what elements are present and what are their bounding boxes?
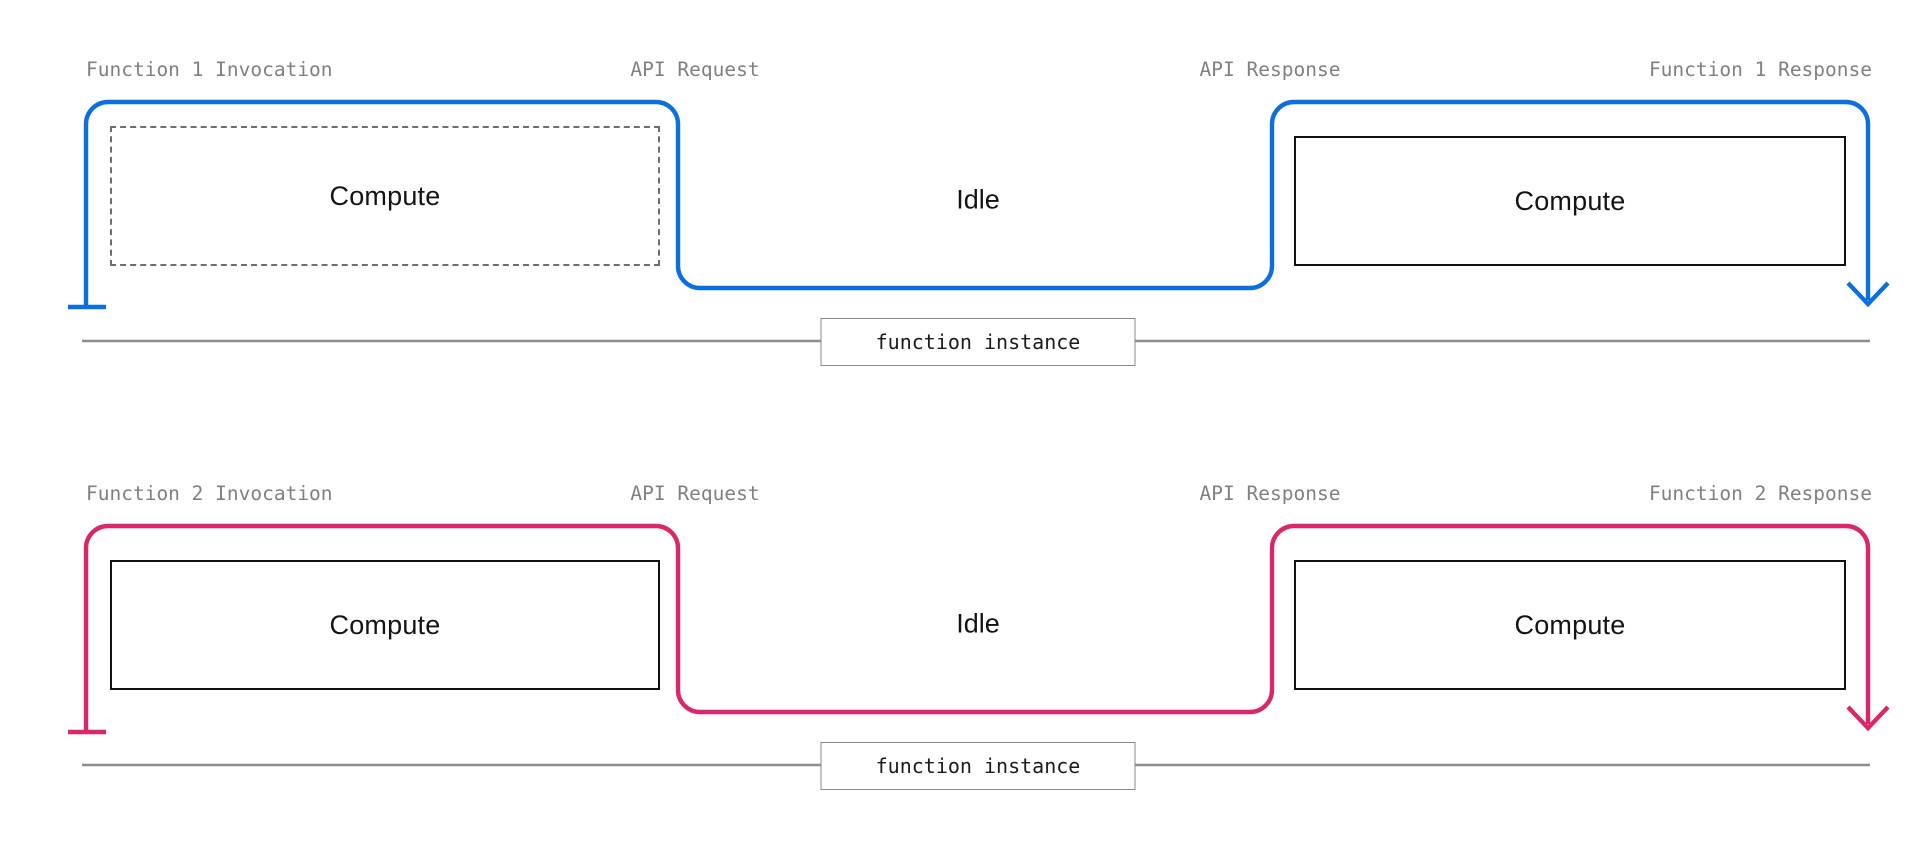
lane-1-idle-label: Idle — [956, 184, 1000, 215]
lane-1-accent-path — [68, 99, 1890, 310]
lane-2-label-response: Function 2 Response — [1648, 482, 1872, 505]
lane-1-compute-block-warm: Compute — [1294, 136, 1846, 266]
lane-2-label-api-request: API Request — [630, 482, 760, 505]
lane-1-compute-block-cold: Compute — [110, 126, 660, 266]
lane-1-label-response: Function 1 Response — [1648, 58, 1872, 81]
lane-1-label-api-request: API Request — [630, 58, 760, 81]
lane-2-compute-block-first: Compute — [110, 560, 660, 690]
lane-2-end-arrowhead — [1846, 705, 1890, 732]
lane-1-label-api-response: API Response — [1199, 58, 1341, 81]
lane-2-idle-label: Idle — [956, 608, 1000, 639]
lane-2-label-invocation: Function 2 Invocation — [86, 482, 333, 505]
lane-1-function-instance-box: function instance — [820, 318, 1136, 366]
lane-1-end-arrowhead — [1846, 281, 1890, 308]
lane-2-function-instance-box: function instance — [820, 742, 1136, 790]
lane-1-label-invocation: Function 1 Invocation — [86, 58, 333, 81]
lane-2-label-api-response: API Response — [1199, 482, 1341, 505]
lane-2-accent-path — [68, 523, 1890, 735]
lane-2-compute-block-second: Compute — [1294, 560, 1846, 690]
